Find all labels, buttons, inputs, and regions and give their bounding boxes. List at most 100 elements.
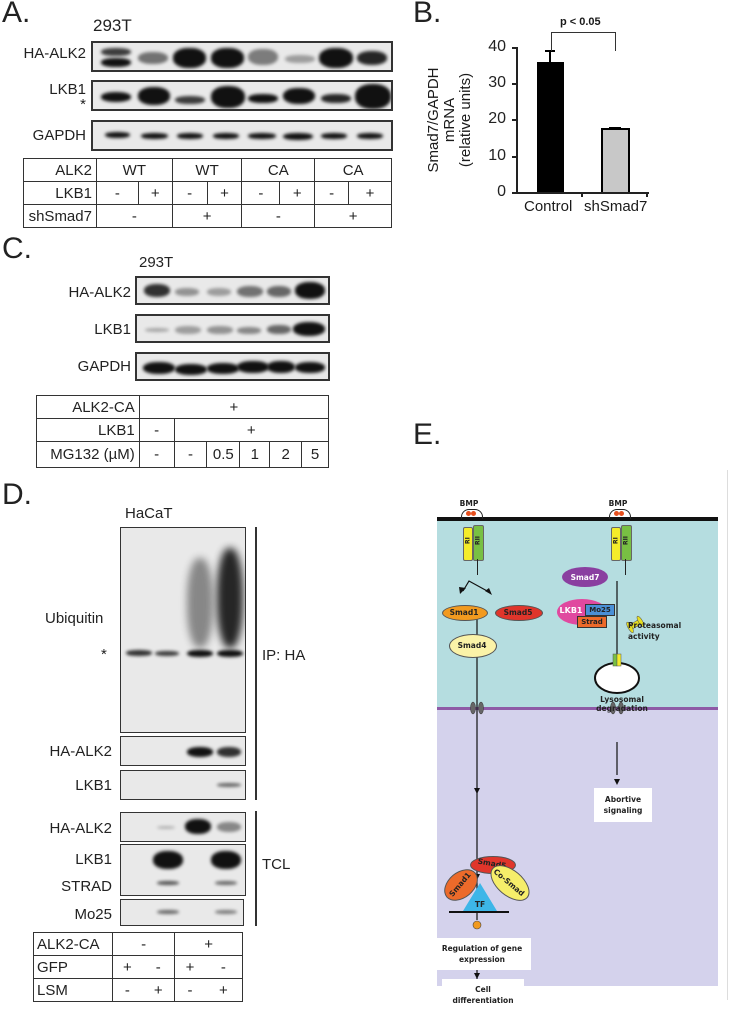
- panel-d-blot-label-strad: STRAD: [61, 878, 112, 895]
- cell: -: [138, 441, 175, 468]
- smad4-label: Smad4: [457, 641, 487, 650]
- cell: -: [111, 978, 143, 1002]
- significance-bracket: [551, 32, 616, 51]
- panel-d-blot-ip-ha-alk2: [120, 736, 246, 766]
- cell-differentiation-label: Cell differentiation: [442, 979, 524, 1011]
- cell: -: [111, 932, 176, 956]
- bar-control: [537, 62, 564, 192]
- panel-a-condition-table: ALK2 WT WT CA CA LKB1 - + - + - + - + sh…: [23, 158, 392, 228]
- ylabel-line-2: mRNA: [441, 97, 458, 143]
- cell: CA: [241, 158, 316, 182]
- receptor-ri-right: [611, 527, 621, 561]
- panel-d-blot-label-tcl-ha-alk2: HA-ALK2: [49, 820, 112, 837]
- panel-d-asterisk: *: [101, 646, 107, 663]
- smad7-node: [562, 567, 608, 587]
- panel-d-cell-line: HaCaT: [125, 505, 173, 522]
- panel-d-condition-table: ALK2-CA - + GFP + - + - LSM - + - +: [33, 932, 243, 1002]
- panel-a-blot-label-gapdh: GAPDH: [32, 127, 86, 144]
- error-bar-control: [549, 51, 551, 63]
- panel-c-letter: C.: [2, 232, 32, 265]
- panel-a-cell-line: 293T: [93, 16, 132, 35]
- tf-label: TF: [474, 900, 486, 909]
- cell: -: [142, 955, 176, 979]
- smad1-node: [442, 605, 488, 621]
- strad-node: Strad: [577, 616, 607, 628]
- cell: +: [138, 395, 330, 419]
- row-label-lsm: LSM: [33, 978, 113, 1002]
- panel-c-blot-ha-alk2: [135, 276, 330, 305]
- proteasome-label: Proteasomal activity: [628, 621, 682, 641]
- cell: +: [173, 418, 330, 442]
- panel-a-blot-label-ha-alk2: HA-ALK2: [23, 45, 86, 62]
- chart-y-axis: [516, 47, 518, 194]
- cell: 5: [301, 441, 329, 468]
- abortive-signaling-label: Abortive signaling: [594, 788, 652, 822]
- ylabel-line-1: Smad7/GAPDH: [425, 67, 442, 173]
- ip-bracket-line: [255, 527, 257, 800]
- row-label-alk2-ca: ALK2-CA: [36, 395, 140, 419]
- ip-label: IP: HA: [262, 647, 306, 664]
- panel-a-blot-lkb1: [91, 80, 393, 111]
- panel-d-blot-ubiquitin: [120, 527, 246, 733]
- panel-d-blot-label-ip-lkb1: LKB1: [75, 777, 112, 794]
- cell: +: [314, 204, 392, 228]
- plasma-membrane: [437, 517, 718, 521]
- ylabel-line-3: (relative units): [457, 72, 474, 168]
- y-tick-20: 20: [488, 110, 506, 127]
- diagram-arrows: [449, 580, 645, 990]
- cell: +: [111, 955, 143, 979]
- receptor-rii-left: [473, 525, 484, 561]
- bmp-label-left: BMP: [459, 499, 479, 508]
- panel-b-letter: B.: [413, 0, 442, 29]
- cell: -: [95, 181, 139, 205]
- panel-d-blot-label-tcl-lkb1: LKB1: [75, 851, 112, 868]
- cell: -: [314, 181, 350, 205]
- cell: +: [174, 955, 205, 979]
- smad7-label: Smad7: [570, 573, 600, 582]
- x-label-shsmad7: shSmad7: [584, 198, 648, 215]
- cell: -: [174, 978, 205, 1002]
- smad4-node: [449, 634, 497, 658]
- gene-expression-label: Regulation of gene expression: [433, 938, 531, 970]
- panel-c-blot-label-gapdh: GAPDH: [77, 358, 131, 375]
- cell: 0.5: [206, 441, 241, 468]
- bmp-label-right: BMP: [608, 499, 628, 508]
- pathway-diagram: BMP RI RII: [433, 470, 728, 1011]
- panel-c-blot-label-ha-alk2: HA-ALK2: [68, 284, 131, 301]
- row-label-gfp: GFP: [33, 955, 113, 979]
- cell: +: [348, 181, 392, 205]
- cell: -: [95, 204, 173, 228]
- cell: -: [171, 181, 208, 205]
- x-label-control: Control: [524, 198, 573, 215]
- row-label-alk2-ca: ALK2-CA: [33, 932, 113, 956]
- cell: -: [138, 418, 175, 442]
- cell: +: [137, 181, 173, 205]
- receptor-ri-left: [463, 527, 473, 561]
- smad5-node: [495, 605, 543, 621]
- rii-label-right: RII: [622, 535, 630, 546]
- panel-e-letter: E.: [413, 418, 442, 451]
- lkb1-label: LKB1: [559, 606, 583, 615]
- receptor-rii-right: [621, 525, 632, 561]
- cell: +: [174, 932, 243, 956]
- y-tick-10: 10: [488, 147, 506, 164]
- tf-node: [463, 883, 497, 911]
- cell: +: [206, 181, 243, 205]
- panel-c-cell-line: 293T: [139, 254, 174, 271]
- panel-a-asterisk: *: [80, 96, 86, 113]
- panel-a-blot-ha-alk2: [91, 41, 393, 72]
- panel-c-blot-gapdh: [135, 352, 330, 381]
- cell: -: [241, 204, 316, 228]
- panel-d-blot-label-ubiquitin: Ubiquitin: [45, 610, 104, 627]
- bmp-ligand-left-icon: [461, 509, 483, 519]
- significance-label: p < 0.05: [560, 16, 601, 28]
- y-tick-30: 30: [488, 74, 506, 91]
- nuclear-membrane: [437, 707, 718, 710]
- cell: -: [241, 181, 281, 205]
- row-label-mg132: MG132 (µM): [36, 441, 140, 468]
- smad5-label: Smad5: [503, 608, 533, 617]
- cell: 2: [269, 441, 303, 468]
- cell: -: [204, 955, 243, 979]
- mo25-node: Mo25: [585, 604, 615, 616]
- cell: -: [173, 441, 208, 468]
